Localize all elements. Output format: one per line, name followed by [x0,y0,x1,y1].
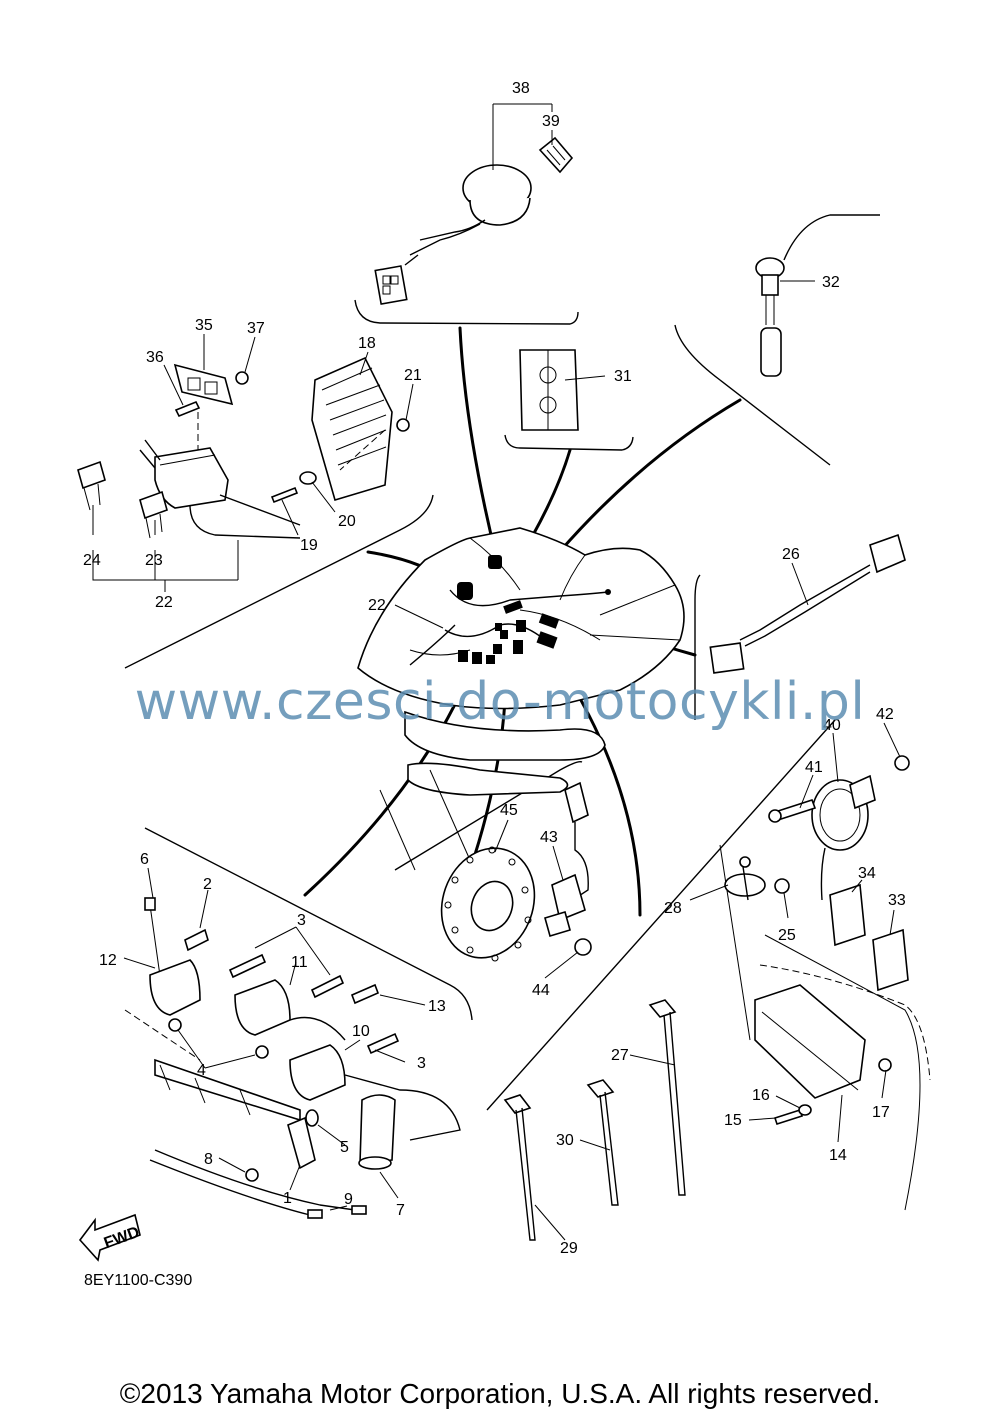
callout-21: 21 [404,367,422,384]
callout-29: 29 [560,1240,578,1257]
callout-9: 9 [344,1191,353,1208]
callout-36: 36 [146,349,164,366]
callout-3-bottom: 3 [417,1055,426,1072]
callout-35: 35 [195,317,213,334]
callout-2: 2 [203,876,212,893]
callout-5: 5 [340,1139,349,1156]
diagram-code: 8EY1100-C390 [84,1272,193,1289]
callout-31: 31 [614,368,632,385]
rotor-45 [440,846,536,962]
callout-22-harness: 22 [368,597,386,614]
callout-10: 10 [352,1023,370,1040]
callout-44: 44 [532,982,550,999]
callout-20: 20 [338,513,356,530]
callout-42: 42 [876,706,894,723]
band-28 [724,856,790,901]
sensor-32 [755,214,880,377]
callout-6: 6 [140,851,149,868]
callout-7: 7 [396,1202,405,1219]
main-switch [374,164,532,305]
callout-1: 1 [283,1190,292,1207]
callout-25: 25 [778,927,796,944]
callout-45: 45 [500,802,518,819]
callout-leaders [92,103,901,1241]
sensor-43 [544,781,592,956]
callout-22-fuse: 22 [155,594,173,611]
callout-39: 39 [542,113,560,130]
copyright-notice: ©2013 Yamaha Motor Corporation, U.S.A. A… [119,1378,881,1409]
callout-18: 18 [358,335,376,352]
section-outlines [124,299,836,1111]
callout-15: 15 [724,1112,742,1129]
callout-38: 38 [512,80,530,97]
plate-35 [173,363,249,455]
callout-37: 37 [247,320,265,337]
clamps [503,999,686,1241]
callout-23: 23 [145,552,163,569]
rectifier-18 [270,356,410,504]
callout-11: 11 [291,954,308,971]
callout-40: 40 [823,717,841,734]
callout-17: 17 [872,1104,890,1121]
fuse-box [77,439,301,539]
callout-19: 19 [300,537,318,554]
snowmobile-body [357,527,685,871]
callout-41: 41 [805,759,823,776]
callout-16: 16 [752,1087,770,1104]
callout-30: 30 [556,1132,574,1149]
holder-31 [519,349,579,431]
control-unit [719,844,931,1211]
ignition-coils [124,897,461,1219]
callout-32: 32 [822,274,840,291]
callout-33: 33 [888,892,906,909]
callout-8: 8 [204,1151,213,1168]
key [538,136,574,174]
callout-34: 34 [858,865,876,882]
callout-28: 28 [664,900,682,917]
callout-numbers: 38 39 32 31 35 37 36 18 21 20 19 24 23 2… [83,80,906,1257]
callout-4: 4 [197,1062,206,1079]
callout-13: 13 [428,998,446,1015]
forward-arrow-icon: FWD [78,1213,142,1262]
callout-26: 26 [782,546,800,563]
callout-14: 14 [829,1147,847,1164]
callout-3-top: 3 [297,912,306,929]
sensor-40 [768,755,910,901]
watermark: www.czesci-do-motocykli.pl [134,672,866,732]
callout-12: 12 [99,952,117,969]
callout-43: 43 [540,829,558,846]
callout-27: 27 [611,1047,629,1064]
callout-24: 24 [83,552,101,569]
lead-26 [709,533,906,674]
